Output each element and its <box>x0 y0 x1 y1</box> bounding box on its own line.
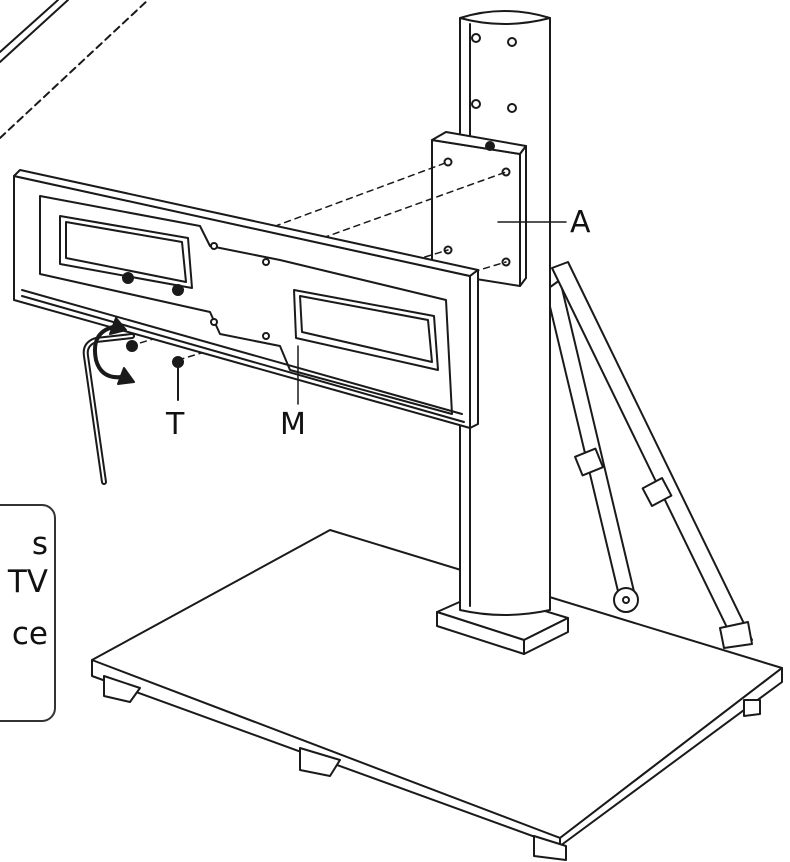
label-mount-plate-m: M <box>280 407 306 442</box>
bracket-a <box>431 131 527 287</box>
base-plate <box>91 529 783 861</box>
label-bracket-a: A <box>570 205 591 240</box>
support-struts <box>545 261 753 649</box>
screw-t <box>172 356 184 401</box>
label-screw-t: T <box>166 407 185 442</box>
mount-plate-m <box>13 169 479 429</box>
note-line: ce <box>11 616 48 652</box>
leader-lines <box>297 221 567 405</box>
tv-edge-outline <box>0 0 149 139</box>
note-line: TV <box>7 564 48 600</box>
note-box: s TV ce <box>0 504 56 722</box>
note-line: s <box>31 526 48 562</box>
allen-key-tool <box>82 317 138 485</box>
